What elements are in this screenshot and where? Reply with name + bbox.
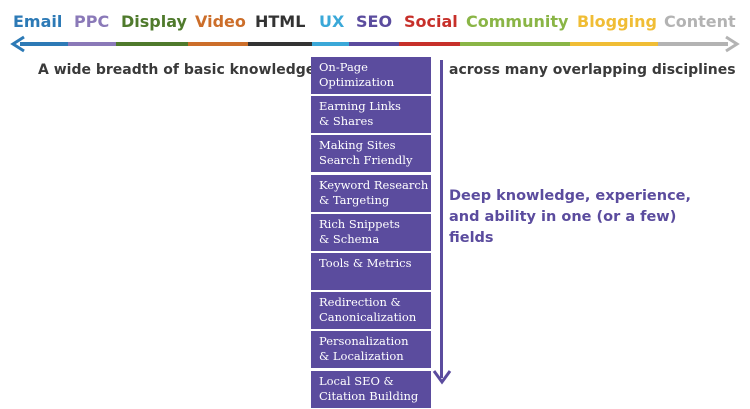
skill-label: Making Sites Search Friendly xyxy=(319,138,413,168)
skill-tile: Keyword Research & Targeting xyxy=(311,174,431,212)
skill-tile: Earning Links & Shares xyxy=(311,96,431,134)
discipline-social: Social xyxy=(404,12,458,31)
bar-segment-ux xyxy=(312,42,349,46)
discipline-display: Display xyxy=(121,12,187,31)
bar-segment-social xyxy=(399,42,460,46)
bar-segment-seo xyxy=(349,42,399,46)
discipline-ppc: PPC xyxy=(74,12,110,31)
bar-segment-video xyxy=(188,42,248,46)
skill-label: Keyword Research & Targeting xyxy=(319,177,429,207)
skill-label: Redirection & Canonicalization xyxy=(319,295,417,325)
arrow-left-icon xyxy=(10,35,25,53)
breadth-text: A wide breadth of basic knowledge xyxy=(38,62,316,78)
skill-label: Tools & Metrics xyxy=(319,256,412,270)
depth-line xyxy=(440,60,443,378)
discipline-ux: UX xyxy=(319,12,345,31)
bar-segment-display xyxy=(116,42,188,46)
skill-label: On-Page Optimization xyxy=(319,60,395,89)
bar-segment-ppc xyxy=(68,42,116,46)
skill-tile: Redirection & Canonicalization xyxy=(311,292,431,330)
discipline-blogging: Blogging xyxy=(577,12,657,31)
bar-segment-email xyxy=(20,42,68,46)
discipline-content: Content xyxy=(664,12,736,31)
skill-tile: Personalization & Localization xyxy=(311,331,431,369)
skill-tile: On-Page Optimization xyxy=(311,57,431,94)
discipline-html: HTML xyxy=(255,12,306,31)
disciplines-row: Email PPC Display Video HTML UX SEO Soci… xyxy=(0,0,750,40)
arrow-down-icon xyxy=(432,370,452,385)
bar-segment-community xyxy=(460,42,570,46)
discipline-community: Community xyxy=(466,12,569,31)
skill-label: Earning Links & Shares xyxy=(319,99,401,129)
bar-segment-html xyxy=(248,42,312,46)
discipline-video: Video xyxy=(195,12,246,31)
skill-tile: Local SEO & Citation Building xyxy=(311,370,431,408)
discipline-email: Email xyxy=(13,12,63,31)
arrow-right-icon xyxy=(725,35,740,53)
skill-tile: Rich Snippets & Schema xyxy=(311,213,431,251)
skill-label: Local SEO & Citation Building xyxy=(319,373,419,403)
disciplines-text: across many overlapping disciplines xyxy=(449,62,736,78)
depth-text: Deep knowledge, experience, and ability … xyxy=(449,188,692,246)
bar-segment-content xyxy=(658,42,728,46)
skill-tile: Making Sites Search Friendly xyxy=(311,135,431,173)
discipline-seo: SEO xyxy=(356,12,393,31)
bar-segment-blogging xyxy=(570,42,658,46)
skill-label: Rich Snippets & Schema xyxy=(319,216,400,246)
skill-tile: Tools & Metrics xyxy=(311,253,431,290)
skill-label: Personalization & Localization xyxy=(319,334,409,364)
